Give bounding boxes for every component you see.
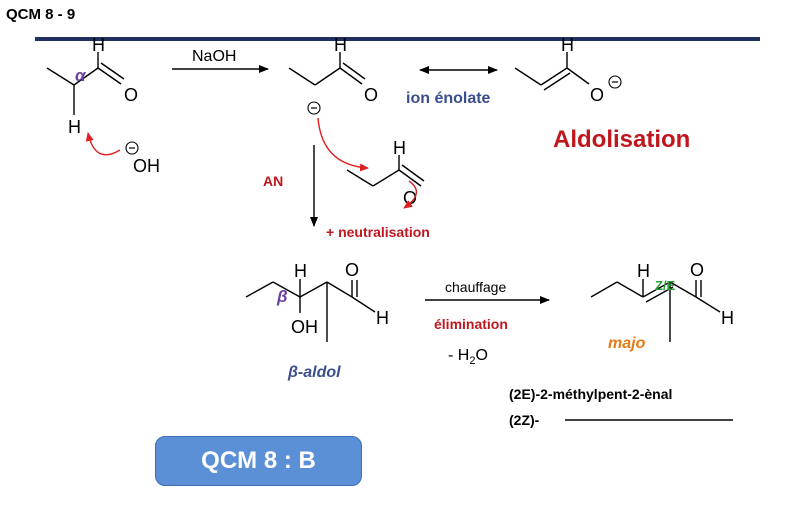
- alpha-h-atom: H: [68, 117, 81, 137]
- negative-charge-icon: [608, 75, 622, 89]
- o-atom: O: [124, 85, 138, 105]
- negative-charge-icon: [125, 141, 139, 155]
- o-atom: O: [364, 85, 378, 105]
- negative-charge-icon: [307, 101, 321, 115]
- reagent-naoh: NaOH: [192, 48, 236, 65]
- condition-elimination: élimination: [434, 316, 508, 332]
- beta-aldol-molecule: [245, 279, 376, 342]
- hydroxide-label: OH: [133, 156, 160, 176]
- h-atom: H: [294, 261, 307, 281]
- curved-arrow-electrons: [403, 180, 417, 209]
- water-byproduct: - H2O: [448, 347, 488, 367]
- propanal-molecule: [46, 52, 125, 115]
- curved-arrow-deprotonation: [85, 132, 121, 156]
- h-atom: H: [637, 261, 650, 281]
- h-atom: H: [376, 308, 389, 328]
- beta-label: β: [276, 287, 288, 306]
- enolate-label: ion énolate: [406, 90, 491, 107]
- enal-product-molecule: [590, 279, 721, 342]
- major-label: majo: [608, 335, 646, 352]
- neutralisation-label: + neutralisation: [326, 224, 430, 240]
- product-name-z: (2Z)-: [509, 412, 540, 428]
- condition-heat: chauffage: [445, 279, 506, 295]
- answer-badge: QCM 8 : B: [155, 436, 362, 486]
- propanal-electrophile: [346, 155, 425, 187]
- o-atom: O: [345, 260, 359, 280]
- oh-group: OH: [291, 317, 318, 337]
- stereo-label: Z/E: [655, 278, 676, 293]
- aldolisation-title: Aldolisation: [553, 126, 690, 153]
- o-atom: O: [590, 85, 604, 105]
- product-name-e: (2E)-2-méthylpent-2-ènal: [509, 386, 672, 402]
- carbanion-molecule: [288, 52, 366, 86]
- curved-arrow-attack: [317, 117, 369, 172]
- page-title: QCM 8 - 9: [6, 6, 75, 23]
- beta-aldol-label: β-aldol: [287, 364, 341, 381]
- h-atom: H: [92, 35, 105, 55]
- alpha-label: α: [75, 66, 87, 85]
- an-label: AN: [263, 173, 283, 189]
- enolate-molecule: [514, 52, 590, 91]
- o-atom: O: [690, 260, 704, 280]
- h-atom: H: [334, 35, 347, 55]
- h-atom: H: [721, 308, 734, 328]
- h-atom: H: [561, 35, 574, 55]
- h-atom: H: [393, 138, 406, 158]
